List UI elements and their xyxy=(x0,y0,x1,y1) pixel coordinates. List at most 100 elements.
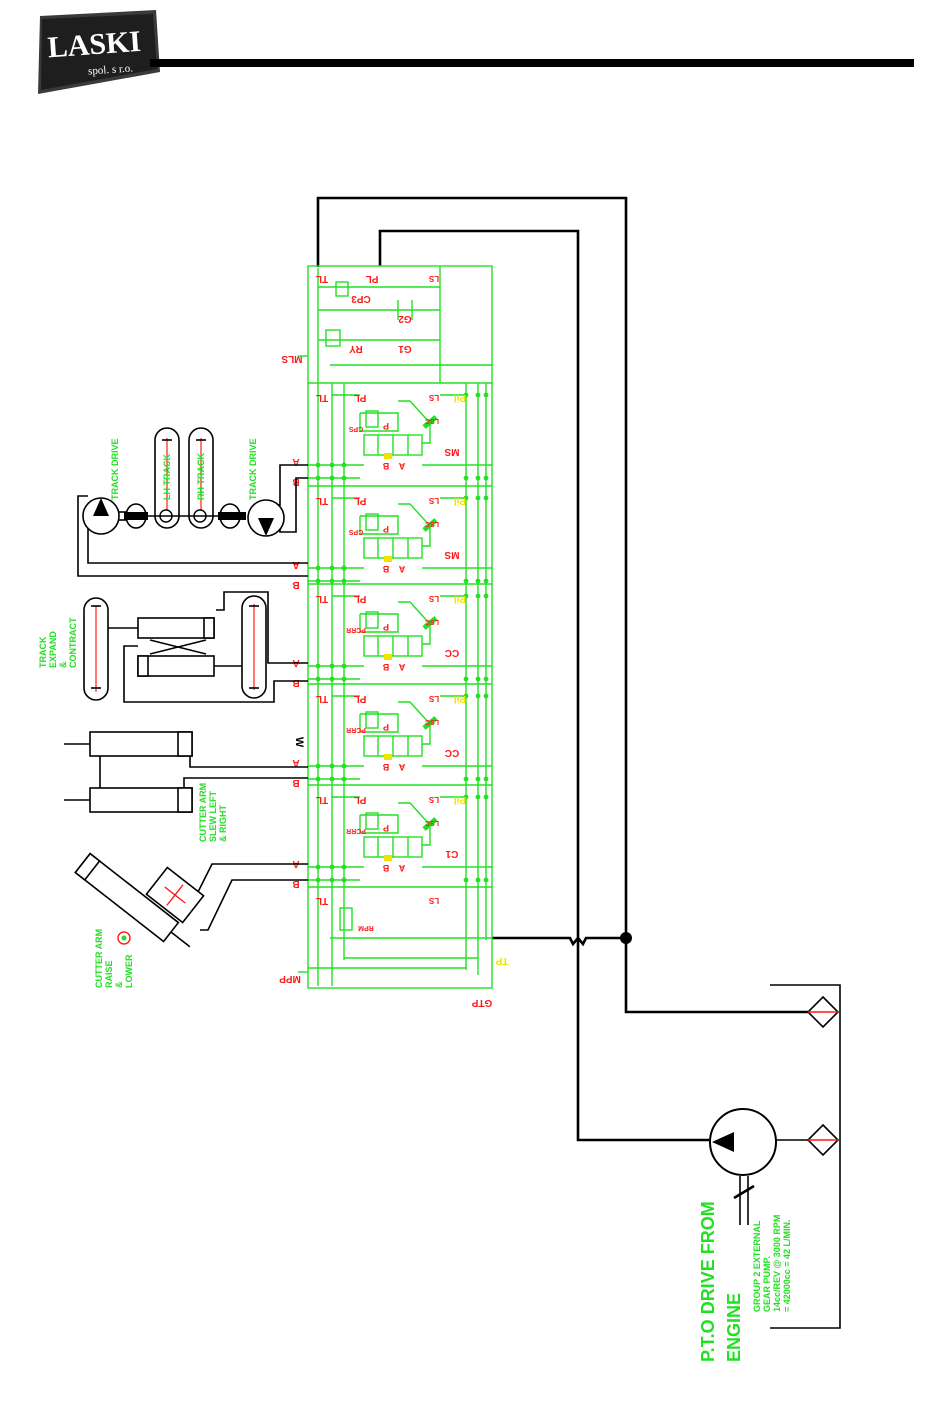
pump-spec-3: = 42000cc = 42 L/MIN. xyxy=(782,1219,792,1312)
label-track-expand-1: EXPAND xyxy=(48,631,58,668)
section-tl: TL xyxy=(316,495,328,506)
comp-valve xyxy=(365,513,379,531)
laski-logo: LASKI spol. s r.o. xyxy=(38,10,160,94)
filter-lower-icon xyxy=(806,1123,840,1157)
section-lsc: LSC xyxy=(425,520,439,527)
logo-sub: spol. s r.o. xyxy=(88,62,134,77)
inlet-ls: LS xyxy=(428,274,439,283)
section-inner-b: B xyxy=(382,863,389,873)
cutter-arm-indicator-icon xyxy=(117,931,131,945)
section-ls: LS xyxy=(428,496,439,505)
comp-valve xyxy=(365,812,379,830)
section-inner-b: B xyxy=(382,461,389,471)
inlet-cp3: CP3 xyxy=(351,293,371,304)
valve-block xyxy=(307,265,493,989)
label-track-expand-3: CONTRACT xyxy=(68,617,78,668)
section-comp-label: PCRR xyxy=(346,726,366,733)
section-pl: PL xyxy=(354,693,367,704)
section-tl: TL xyxy=(316,794,328,805)
pump-spec-2: 14cc/REV @ 3000 RPM xyxy=(772,1215,782,1312)
track-expand-belt-left-icon xyxy=(83,597,109,701)
section-inner-a: A xyxy=(398,762,405,772)
section-inner-b: B xyxy=(382,564,389,574)
label-track-drive-right: TRACK DRIVE xyxy=(248,438,258,500)
section-pil: Pil xyxy=(454,693,466,704)
port-a: A xyxy=(292,757,299,768)
section-inner-a: A xyxy=(398,863,405,873)
inlet-pl: PL xyxy=(366,273,379,284)
inlet-tl: TL xyxy=(316,273,328,284)
label-cutter-raise-0: CUTTER ARM xyxy=(94,929,104,988)
inlet-g1: G1 xyxy=(398,343,412,354)
label-track-expand-0: TRACK xyxy=(38,636,48,668)
section-code: CC xyxy=(445,647,459,658)
section-inner-b: B xyxy=(382,762,389,772)
section-p: P xyxy=(383,722,389,732)
tank-lines xyxy=(316,196,841,1329)
section-ls: LS xyxy=(428,795,439,804)
section-p: P xyxy=(383,622,389,632)
section-comp-label: PCRR xyxy=(346,827,366,834)
section-tl: TL xyxy=(316,693,328,704)
label-track-expand-2: & xyxy=(58,661,68,668)
comp-valve xyxy=(365,711,379,729)
port-b: B xyxy=(292,878,299,889)
section-ls: LS xyxy=(428,594,439,603)
comp-valve xyxy=(365,611,379,629)
section-pl: PL xyxy=(354,495,367,506)
comp-valve xyxy=(365,410,379,428)
section-inner-b: B xyxy=(382,662,389,672)
track-drive-motor-right-icon xyxy=(218,499,285,537)
port-a: A xyxy=(292,456,299,467)
section-pil: Pil xyxy=(454,392,466,403)
section-pl: PL xyxy=(354,593,367,604)
pump-title-1: ENGINE xyxy=(724,1293,744,1362)
section-comp-label: PCRR xyxy=(346,626,366,633)
filter-upper-icon xyxy=(806,995,840,1029)
section-inner-a: A xyxy=(398,564,405,574)
section-code: C1 xyxy=(445,848,458,859)
pump-spec-1: GEAR PUMP. xyxy=(762,1256,772,1312)
label-cutter-raise-2: & xyxy=(114,981,124,988)
lh-track-icon xyxy=(154,427,180,529)
slew-cylinders-icon xyxy=(64,731,193,813)
section-lsc: LSC xyxy=(425,819,439,826)
track-expand-belt-right-icon xyxy=(241,595,267,699)
port-a: A xyxy=(292,559,299,570)
inlet-g2: G2 xyxy=(398,313,412,324)
section-ls: LS xyxy=(428,393,439,402)
port-b: B xyxy=(292,579,299,590)
rh-track-icon xyxy=(188,427,214,529)
port-b: B xyxy=(292,777,299,788)
section-pil: Pil xyxy=(454,495,466,506)
label-cutter-slew-0: CUTTER ARM xyxy=(198,783,208,842)
pump-title-0: P.T.O DRIVE FROM xyxy=(698,1201,718,1362)
port-b: B xyxy=(292,677,299,688)
gear-pump-icon xyxy=(709,1108,777,1225)
port-w: W xyxy=(293,737,305,748)
outlet-rpm: RPM xyxy=(358,924,374,931)
inlet-section: TL PL LS CP3 G2 G1 RY MLS xyxy=(281,273,440,364)
label-cutter-raise-1: RAISE xyxy=(104,960,114,988)
outlet-ls: LS xyxy=(428,896,439,905)
outlet-gtp: GTP xyxy=(471,997,492,1008)
section-pil: Pil xyxy=(454,593,466,604)
inlet-mls: MLS xyxy=(281,353,302,364)
label-lh-track: LH TRACK xyxy=(162,454,172,500)
section-inner-a: A xyxy=(398,662,405,672)
outlet-section: TL LS RPM MPP GTP TP xyxy=(279,895,509,1008)
section-p: P xyxy=(383,421,389,431)
section-tl: TL xyxy=(316,593,328,604)
label-cutter-slew-2: & RIGHT xyxy=(218,805,228,843)
section-lsc: LSC xyxy=(425,618,439,625)
label-rh-track: RH TRACK xyxy=(196,453,206,500)
header-rule xyxy=(150,59,914,67)
load-holding-valve-icon xyxy=(145,866,205,924)
section-code: CC xyxy=(445,747,459,758)
section-lsc: LSC xyxy=(425,718,439,725)
inlet-ry: RY xyxy=(349,343,363,354)
section-comp-label: CPS xyxy=(348,425,363,432)
